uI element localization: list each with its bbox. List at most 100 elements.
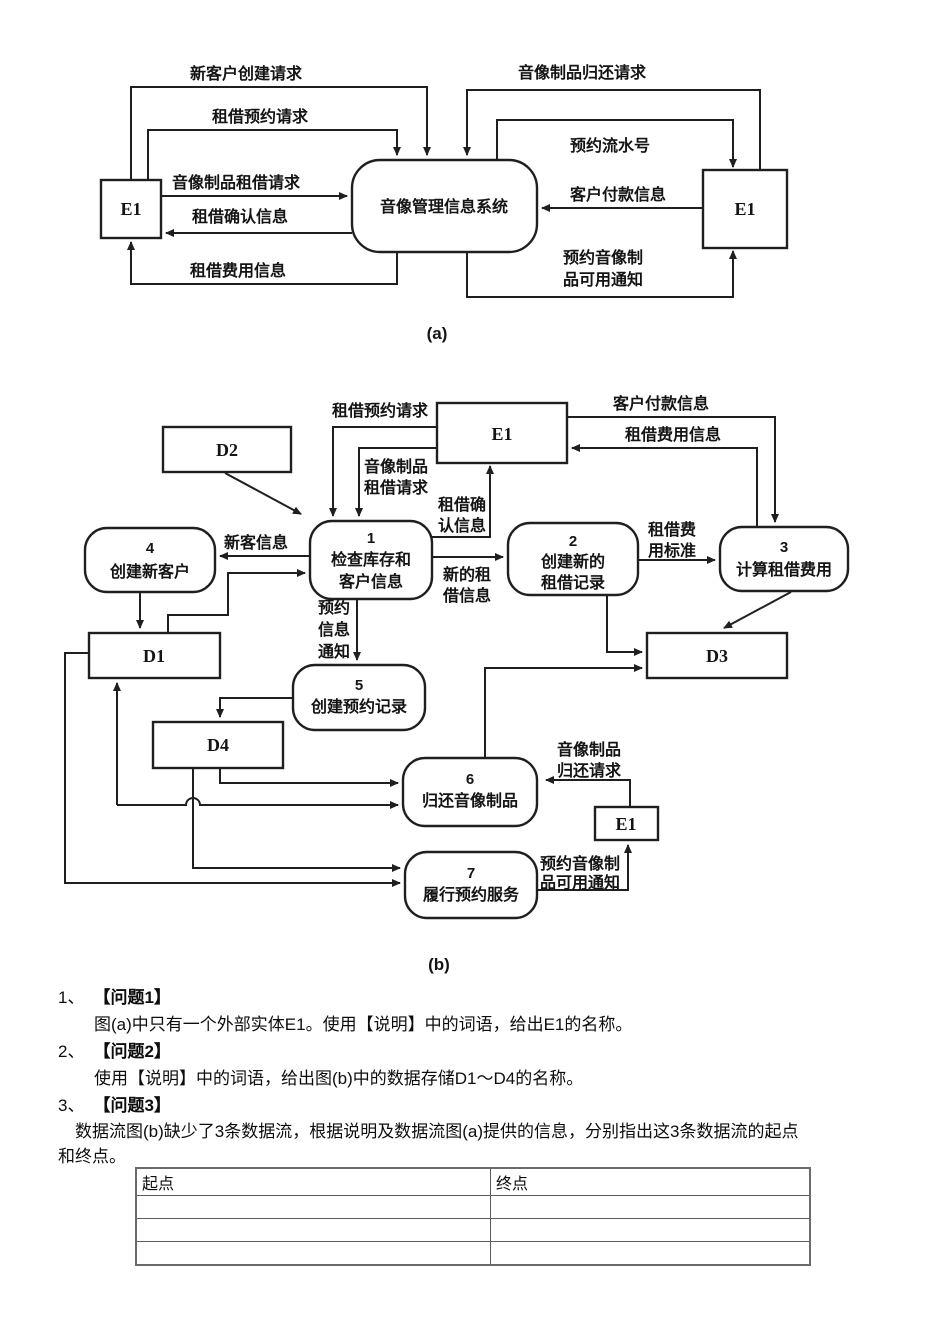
entity-e1-bottom	[593, 805, 660, 842]
process-7	[403, 850, 539, 920]
question-2-title: 【问题2】	[93, 1042, 171, 1061]
label-b-rental-reserve-request: 租借预约请求	[332, 401, 429, 420]
label-b-reserved-notice-line2: 品可用通知	[540, 873, 620, 892]
process-1-line1: 检查库存和	[331, 550, 411, 569]
process-5-num: 5	[355, 677, 363, 694]
dfd-diagrams: E1 音像管理信息系统 E1 新客户创建请求 租借预约请求 音像制品租借请求 租…	[64, 63, 850, 974]
flow-b-p5-to-d4	[216, 697, 293, 718]
store-d4	[151, 720, 285, 770]
flow-reserve-serial-no	[496, 119, 737, 168]
answer-table-col-end: 终点	[490, 1167, 811, 1196]
store-d4-label: D4	[207, 735, 229, 755]
label-rental-fee-info: 租借费用信息	[190, 261, 286, 280]
question-2-number: 2、	[58, 1042, 85, 1061]
process-5-line1: 创建预约记录	[310, 697, 407, 716]
process-3	[718, 525, 850, 593]
store-d1-label: D1	[143, 646, 165, 666]
store-d3	[645, 631, 789, 680]
process-1-num: 1	[367, 530, 375, 547]
flow-av-return-request	[463, 89, 761, 170]
label-b-av-rental-request-line2: 租借请求	[364, 478, 429, 497]
flow-b-d4-to-p7	[192, 768, 401, 872]
question-3-number: 3、	[58, 1096, 85, 1115]
flow-b-d1-to-p7	[64, 652, 401, 887]
process-6	[401, 756, 539, 828]
entity-e1-left-label: E1	[120, 199, 141, 219]
question-1-title: 【问题1】	[93, 988, 171, 1007]
label-b-rental-fee-info: 租借费用信息	[625, 425, 721, 444]
question-3-body: 数据流图(b)缺少了3条数据流，根据说明及数据流图(a)提供的信息，分别指出这3…	[58, 1122, 799, 1166]
flow-b-p2-to-d3	[606, 595, 643, 656]
entity-e1-left	[99, 178, 163, 240]
flow-b-d2-to-p1	[224, 472, 302, 515]
answer-table-col-start: 起点	[135, 1167, 491, 1196]
flow-new-customer-create-request	[130, 86, 431, 180]
flow-b-p6-to-d3	[484, 664, 643, 758]
label-b-new-rental-line2: 借信息	[442, 586, 491, 605]
label-rental-confirm-info: 租借确认信息	[192, 207, 288, 226]
question-2-heading: 2、【问题2】	[58, 1038, 930, 1065]
flow-rental-reserve-request	[147, 129, 401, 180]
process-av-system	[350, 158, 539, 254]
process-7-num: 7	[467, 865, 475, 882]
flow-b-rental-confirm-info	[432, 465, 494, 538]
answer-table-row	[135, 1241, 811, 1266]
flow-b-customer-payment-info	[567, 416, 779, 523]
question-2-body: 使用【说明】中的词语，给出图(b)中的数据存储D1～D4的名称。	[94, 1069, 584, 1088]
label-b-reserve-notice-line1: 预约	[318, 598, 350, 617]
caption-a: (a)	[427, 324, 448, 343]
answer-table: 起点 终点	[135, 1167, 811, 1266]
question-1-heading: 1、【问题1】	[58, 984, 930, 1011]
question-1-body: 图(a)中只有一个外部实体E1。使用【说明】中的词语，给出E1的名称。	[94, 1015, 633, 1034]
label-av-rental-request: 音像制品租借请求	[172, 173, 301, 192]
store-d2-label: D2	[216, 440, 238, 460]
entity-e1-right	[701, 168, 789, 250]
entity-e1-top-label: E1	[491, 424, 512, 444]
flow-b-reserved-av-notice	[537, 844, 632, 891]
process-2-line2: 租借记录	[541, 573, 605, 592]
process-2-line1: 创建新的	[540, 552, 605, 571]
process-7-line1: 履行预约服务	[423, 885, 520, 904]
label-b-av-return-line1: 音像制品	[557, 740, 621, 759]
process-6-num: 6	[466, 771, 474, 788]
process-2-num: 2	[569, 533, 577, 550]
label-b-rental-confirm-line1: 租借确	[438, 495, 486, 514]
answer-cell-start	[135, 1218, 491, 1242]
answer-cell-end	[490, 1218, 811, 1242]
question-3-heading: 3、【问题3】	[58, 1092, 930, 1119]
answer-cell-end	[490, 1241, 811, 1266]
questions-section: 1、【问题1】 图(a)中只有一个外部实体E1。使用【说明】中的词语，给出E1的…	[58, 984, 930, 1169]
label-new-customer-create-request: 新客户创建请求	[190, 64, 303, 83]
diagram-a: E1 音像管理信息系统 E1 新客户创建请求 租借预约请求 音像制品租借请求 租…	[99, 63, 789, 343]
entity-e1-top	[435, 401, 569, 465]
process-4	[83, 526, 217, 594]
answer-table-row	[135, 1218, 811, 1242]
flow-b-p3-to-d3	[723, 591, 792, 629]
process-4-num: 4	[146, 540, 155, 557]
answer-table-header-row: 起点 终点	[135, 1167, 811, 1196]
store-d1	[87, 631, 222, 680]
flow-rental-fee-info	[127, 241, 398, 285]
answer-table-row	[135, 1195, 811, 1219]
answer-cell-end	[490, 1195, 811, 1219]
caption-b: (b)	[428, 955, 450, 974]
answer-cell-start	[135, 1195, 491, 1219]
flow-reserved-av-notice	[466, 250, 737, 298]
flow-b-d4-to-p6	[219, 768, 399, 787]
question-3-title: 【问题3】	[93, 1096, 171, 1115]
question-1-number: 1、	[58, 988, 85, 1007]
flow-b-rental-reserve-request	[329, 426, 437, 517]
label-b-reserve-notice-line2: 信息	[318, 620, 350, 639]
entity-e1-right-label: E1	[734, 199, 755, 219]
store-d2	[161, 425, 293, 474]
process-4-line1: 创建新客户	[109, 562, 190, 581]
flow-b-av-rental-request	[355, 447, 437, 517]
process-3-num: 3	[780, 539, 788, 556]
label-reserved-av-notice-line1: 预约音像制	[563, 248, 643, 267]
label-reserved-av-notice-line2: 品可用通知	[563, 270, 643, 289]
process-1	[308, 519, 434, 601]
process-5	[291, 663, 427, 732]
label-b-customer-payment-info: 客户付款信息	[613, 394, 709, 413]
answer-cell-start	[135, 1241, 491, 1266]
label-b-rental-confirm-line2: 认信息	[438, 516, 486, 535]
